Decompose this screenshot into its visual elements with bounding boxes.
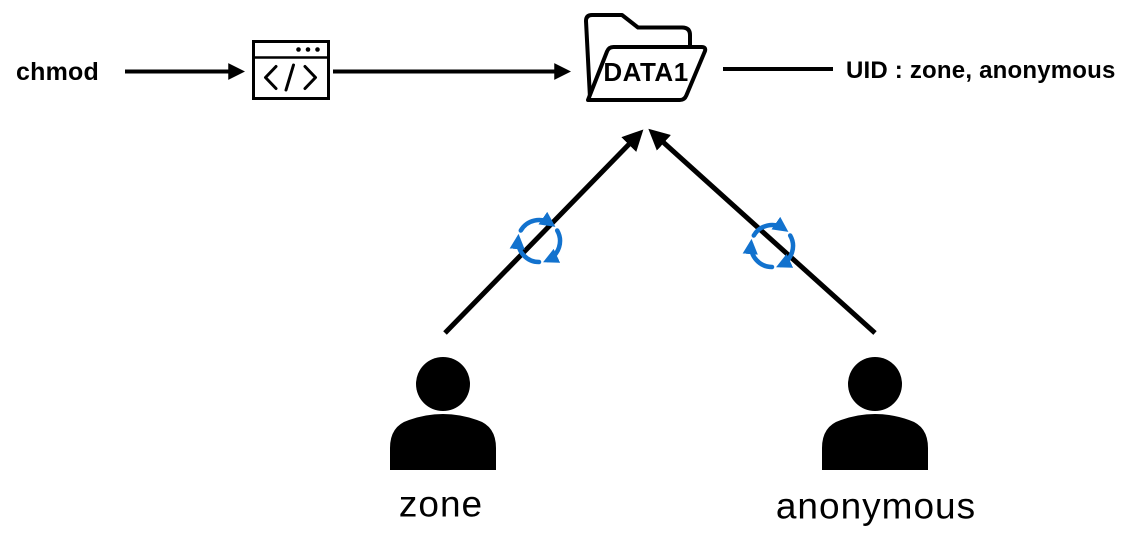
window-dots-icon [296, 47, 320, 52]
open-folder-icon [584, 13, 708, 102]
user-zone-label: zone [398, 483, 484, 525]
chmod-label: chmod [16, 58, 99, 86]
uid-label: UID : zone, anonymous [846, 57, 1116, 84]
folder-front-panel [586, 45, 708, 102]
folder-name-label: DATA1 [603, 57, 689, 87]
anonymous-to-folder-arrow [648, 128, 877, 335]
person-icon-anonymous [822, 357, 928, 470]
zone-to-folder-arrow [443, 129, 644, 335]
code-window-icon [252, 40, 330, 100]
sync-rotate-icon-right [748, 225, 799, 272]
user-anonymous-label: anonymous [775, 485, 977, 527]
person-icon-zone [390, 357, 496, 470]
code-brackets-icon [264, 63, 317, 92]
sync-rotate-icon-left [515, 220, 566, 267]
